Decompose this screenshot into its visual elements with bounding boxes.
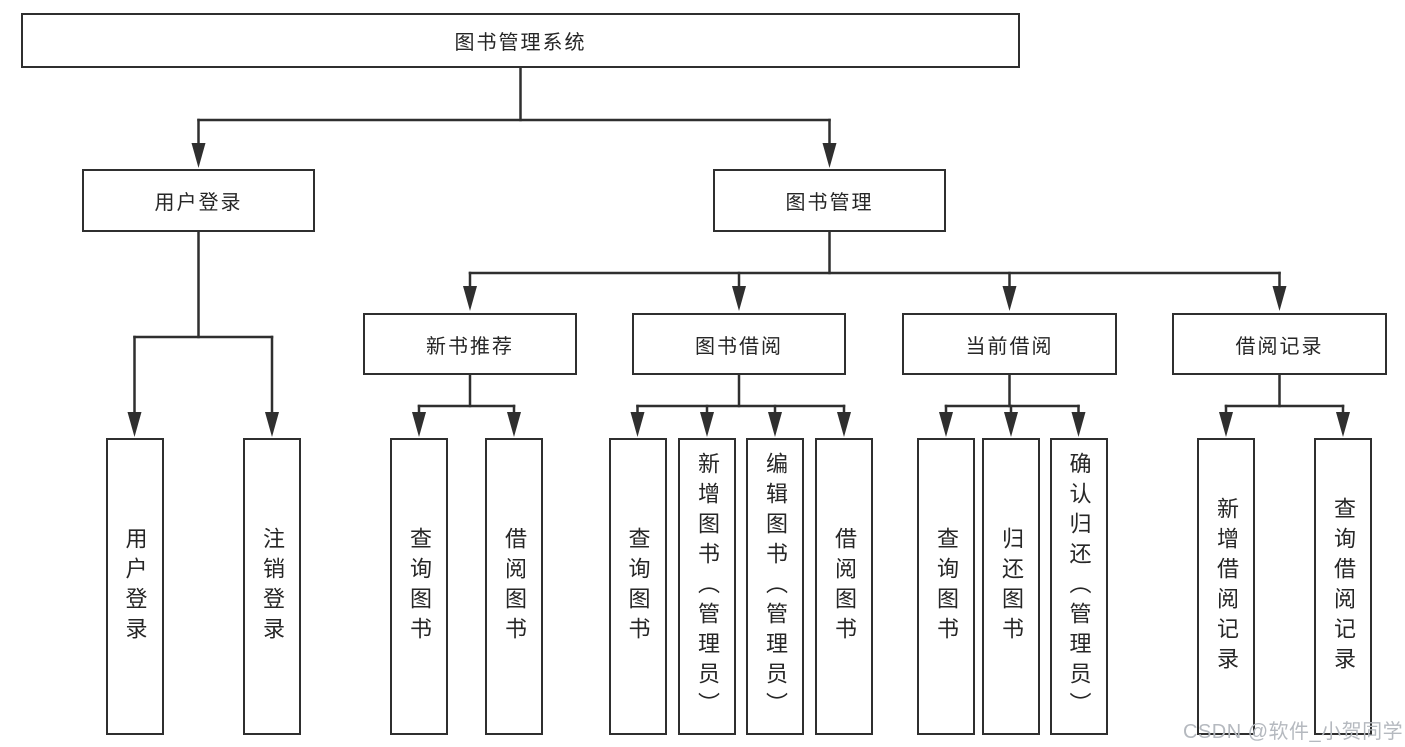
leaf-query-books-borrow: 查询图书 [608,438,667,735]
leaf-confirm-return-admin: 确认归还（管理员） [1049,438,1108,735]
watermark: CSDN @软件_小贺同学 [1183,721,1404,743]
node-root: 图书管理系统 [21,13,1020,68]
leaf-logout: 注销登录 [243,438,301,735]
leaf-add-book-admin: 新增图书（管理员） [678,438,736,735]
node-book-borrow: 图书借阅 [632,313,846,375]
node-user-login: 用户登录 [82,169,315,232]
leaf-return-book: 归还图书 [982,438,1040,735]
node-book-management: 图书管理 [713,169,946,232]
node-new-book-recommend: 新书推荐 [363,313,577,375]
leaf-borrow-books: 借阅图书 [815,438,873,735]
leaf-query-borrow-record: 查询借阅记录 [1314,438,1372,735]
leaf-query-books-recommend: 查询图书 [390,438,448,735]
leaf-edit-book-admin: 编辑图书（管理员） [746,438,804,735]
node-current-borrow: 当前借阅 [902,313,1117,375]
node-borrow-records: 借阅记录 [1172,313,1387,375]
leaf-user-login: 用户登录 [105,438,164,735]
leaf-borrow-books-recommend: 借阅图书 [485,438,543,735]
leaf-query-books-current: 查询图书 [917,438,975,735]
leaf-add-borrow-record: 新增借阅记录 [1197,438,1255,735]
